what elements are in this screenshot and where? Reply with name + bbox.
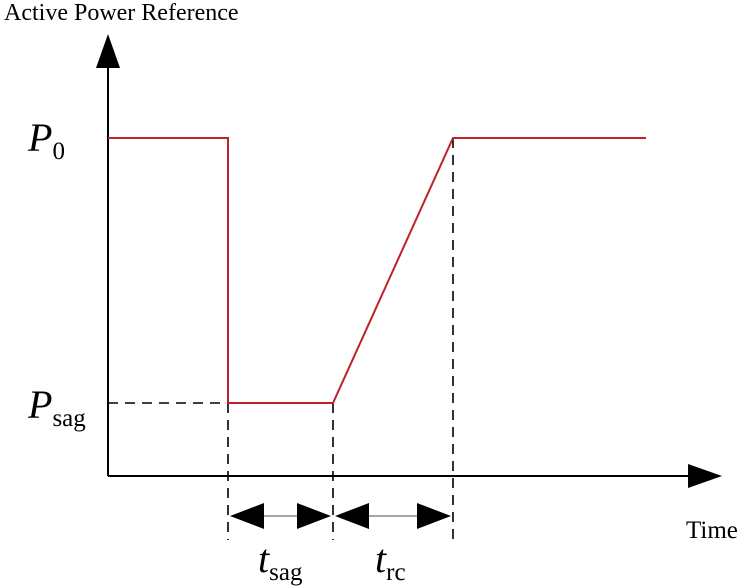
dashed-guides <box>108 138 454 540</box>
trc-right-arrowhead <box>417 503 451 529</box>
label-p0-sub: 0 <box>52 138 65 165</box>
tsag-right-arrowhead <box>297 503 331 529</box>
label-tsag-sub: sag <box>269 559 303 586</box>
y-axis-arrowhead <box>96 34 120 68</box>
label-tsag-main: t <box>258 536 270 581</box>
label-trc: trc <box>375 536 406 586</box>
label-p0-main: P <box>27 115 52 160</box>
x-axis-label: Time <box>686 517 738 544</box>
active-power-waveform <box>108 137 646 404</box>
label-psag-sub: sag <box>52 405 86 432</box>
x-axis-arrowhead <box>688 464 722 488</box>
tsag-left-arrowhead <box>230 503 264 529</box>
label-p0: P0 <box>27 115 65 165</box>
label-trc-main: t <box>375 536 387 581</box>
label-psag-main: P <box>27 382 52 427</box>
y-axis-title: Active Power Reference <box>4 0 239 26</box>
label-tsag: tsag <box>258 536 303 586</box>
tsag-interval-arrow <box>230 503 331 529</box>
label-psag: Psag <box>27 382 86 432</box>
trc-interval-arrow <box>335 503 451 529</box>
label-trc-sub: rc <box>386 559 405 586</box>
trc-left-arrowhead <box>335 503 369 529</box>
